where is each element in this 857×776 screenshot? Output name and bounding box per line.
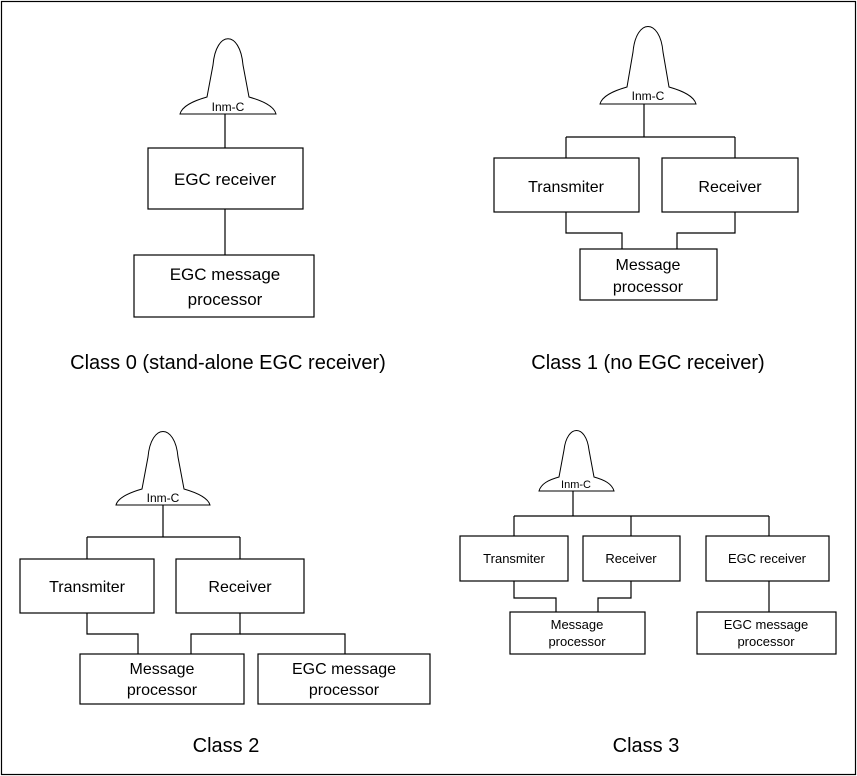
class1-message-processor-label-line1: Message (616, 257, 681, 274)
class2-connector (190, 613, 241, 654)
class1-connector (676, 212, 736, 249)
class0-egc-processor-label-line2: processor (188, 290, 263, 309)
class3-diagram: Inm-C Transmiter Receiver EGC receiver M… (459, 430, 837, 757)
class2-message-processor-label-line2: processor (127, 682, 198, 699)
class3-message-processor-label-line1: Message (551, 617, 604, 632)
class3-egc-processor-label-line1: EGC message (724, 617, 809, 632)
class0-diagram: Inm-C EGC receiver EGC message processor… (70, 38, 386, 374)
class2-egc-processor-label-line1: EGC message (292, 661, 396, 678)
class3-egc-receiver-box (705, 535, 830, 582)
class0-egc-receiver-box (147, 147, 304, 210)
class3-message-processor-label-line2: processor (548, 634, 606, 649)
class2-connector (240, 633, 346, 654)
class3-antenna-icon (538, 430, 615, 492)
class3-egc-processor-label-line2: processor (737, 634, 795, 649)
class2-transmitter-box (19, 558, 155, 614)
class3-egc-receiver-label: EGC receiver (728, 551, 807, 566)
class0-egc-processor-label-line1: EGC message (170, 265, 281, 284)
class2-message-processor-label-line1: Message (130, 661, 195, 678)
class3-message-processor-box (509, 611, 646, 655)
class1-caption: Class 1 (no EGC receiver) (531, 352, 764, 374)
class1-diagram: Inm-C Transmiter Receiver Message proces… (493, 26, 799, 374)
class0-antenna-label: Inm-C (212, 100, 245, 114)
class0-caption: Class 0 (stand-alone EGC receiver) (70, 352, 386, 374)
class3-caption: Class 3 (613, 735, 680, 757)
class1-receiver-box (661, 157, 799, 213)
class0-egc-receiver-label: EGC receiver (174, 170, 276, 189)
class2-egc-processor-label-line2: processor (309, 682, 380, 699)
class3-transmitter-label: Transmiter (483, 551, 545, 566)
class2-egc-processor-box (257, 653, 431, 705)
class3-connector (597, 581, 632, 612)
class1-antenna-icon (599, 26, 697, 105)
class3-receiver-box (582, 535, 681, 582)
class1-transmitter-label: Transmiter (528, 179, 605, 196)
class1-message-processor-box (579, 248, 718, 301)
class2-receiver-label: Receiver (208, 579, 272, 596)
class2-connector (86, 613, 139, 654)
class2-antenna-label: Inm-C (147, 491, 180, 505)
class2-transmitter-label: Transmiter (49, 579, 126, 596)
class2-diagram: Inm-C Transmiter Receiver Message proces… (19, 431, 431, 757)
class1-antenna-label: Inm-C (632, 89, 665, 103)
class2-antenna-icon (115, 431, 211, 506)
class3-antenna-label: Inm-C (561, 479, 591, 491)
class2-message-processor-box (79, 653, 245, 705)
class0-egc-processor-box (133, 254, 315, 318)
class1-receiver-label: Receiver (698, 179, 762, 196)
class3-egc-processor-box (696, 611, 837, 655)
class3-connector (513, 581, 557, 612)
class2-receiver-box (175, 558, 305, 614)
class0-antenna-icon (179, 38, 277, 115)
class3-receiver-label: Receiver (605, 551, 657, 566)
class1-connector (565, 212, 623, 249)
class1-message-processor-label-line2: processor (613, 279, 684, 296)
class2-caption: Class 2 (193, 735, 260, 757)
